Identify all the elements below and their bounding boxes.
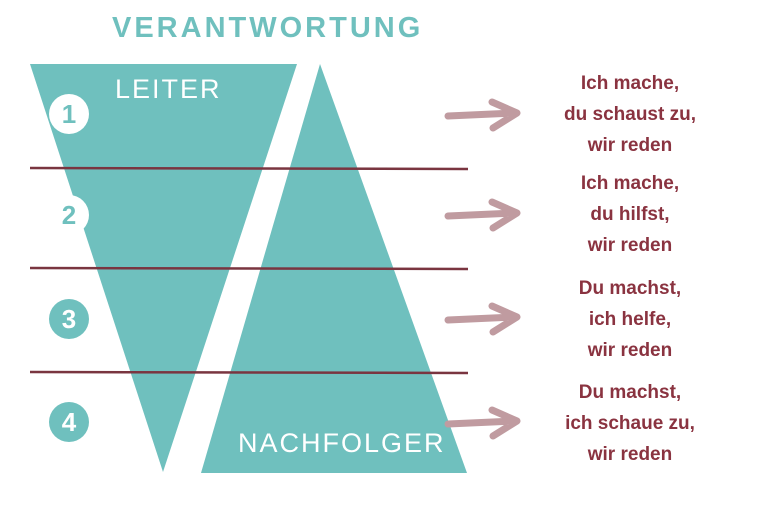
arrow-icon <box>444 98 521 132</box>
divider-line-3 <box>29 370 469 375</box>
step-line: ich schaue zu, <box>565 413 695 434</box>
step-line: du schaust zu, <box>564 104 696 125</box>
arrow-icon <box>444 302 521 336</box>
step-line: Du machst, <box>578 382 682 403</box>
arrow-icon <box>444 198 521 232</box>
follower-label: NACHFOLGER <box>238 428 446 458</box>
diagram-title: VERANTWORTUNG <box>112 12 424 44</box>
step-line: wir reden <box>587 135 673 156</box>
step-line: du hilfst, <box>590 204 670 225</box>
step-description-4: Du machst, ich schaue zu, wir reden <box>548 377 712 470</box>
divider-line-2 <box>29 266 469 271</box>
step-line: ich helfe, <box>588 309 672 330</box>
arrow-icon <box>444 406 521 440</box>
step-line: wir reden <box>587 235 673 256</box>
step-line: Du machst, <box>578 278 682 299</box>
step-line: wir reden <box>587 340 673 361</box>
step-description-1: Ich mache, du schaust zu, wir reden <box>548 68 712 161</box>
step-description-2: Ich mache, du hilfst, wir reden <box>548 168 712 261</box>
step-line: Ich mache, <box>580 73 680 94</box>
step-line: Ich mache, <box>580 173 680 194</box>
leader-label: LEITER <box>115 74 222 104</box>
divider-line-1 <box>29 166 469 171</box>
step-number-2: 2 <box>49 195 89 235</box>
step-number-3: 3 <box>49 299 89 339</box>
step-number-1: 1 <box>49 94 89 134</box>
step-number-4: 4 <box>49 402 89 442</box>
step-description-3: Du machst, ich helfe, wir reden <box>548 273 712 366</box>
step-line: wir reden <box>587 444 673 465</box>
